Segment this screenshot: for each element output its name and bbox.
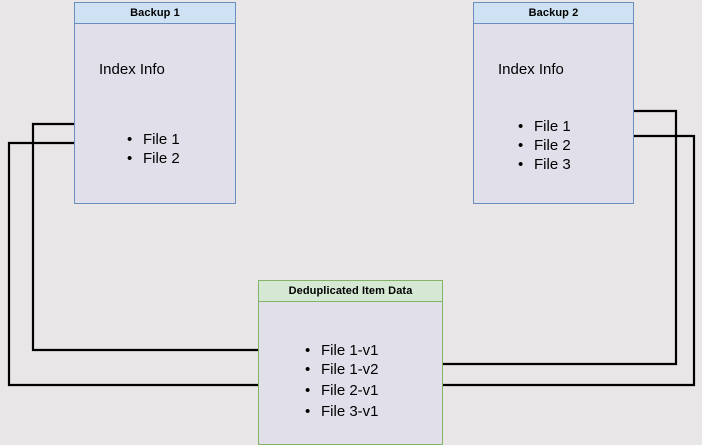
box-deduplicated-item-data-header: Deduplicated Item Data <box>259 281 442 302</box>
box-backup-1-body-title: Index Info <box>99 61 165 78</box>
list-item: File 2-v1 <box>305 381 379 400</box>
box-deduplicated-item-data-body: File 1-v1 File 1-v2 File 2-v1 File 3-v1 <box>259 302 442 444</box>
list-item: File 3-v1 <box>305 402 379 421</box>
list-item: File 1-v1 <box>305 341 379 360</box>
box-backup-2-body-title: Index Info <box>498 61 564 78</box>
box-deduplicated-item-data: Deduplicated Item Data File 1-v1 File 1-… <box>258 280 443 445</box>
box-deduplicated-item-data-file-list: File 1-v1 File 1-v2 File 2-v1 File 3-v1 <box>305 341 379 421</box>
list-item: File 2 <box>127 149 180 168</box>
box-backup-1: Backup 1 Index Info File 1 File 2 <box>74 2 236 204</box>
list-item: File 1 <box>127 130 180 149</box>
box-backup-2-body: Index Info File 1 File 2 File 3 <box>474 24 633 203</box>
box-backup-2-header: Backup 2 <box>474 3 633 24</box>
list-item: File 3 <box>518 155 571 174</box>
box-backup-1-body: Index Info File 1 File 2 <box>75 24 235 203</box>
box-backup-1-header: Backup 1 <box>75 3 235 24</box>
box-backup-2: Backup 2 Index Info File 1 File 2 File 3 <box>473 2 634 204</box>
list-item: File 2 <box>518 136 571 155</box>
box-backup-1-file-list: File 1 File 2 <box>127 130 180 168</box>
list-item: File 1 <box>518 117 571 136</box>
box-backup-2-file-list: File 1 File 2 File 3 <box>518 117 571 174</box>
connector-backup2-file2-to-file2v1 <box>398 134 696 389</box>
connector-backup1-file2-to-file2v1 <box>7 141 297 389</box>
list-item: File 1-v2 <box>305 360 379 379</box>
